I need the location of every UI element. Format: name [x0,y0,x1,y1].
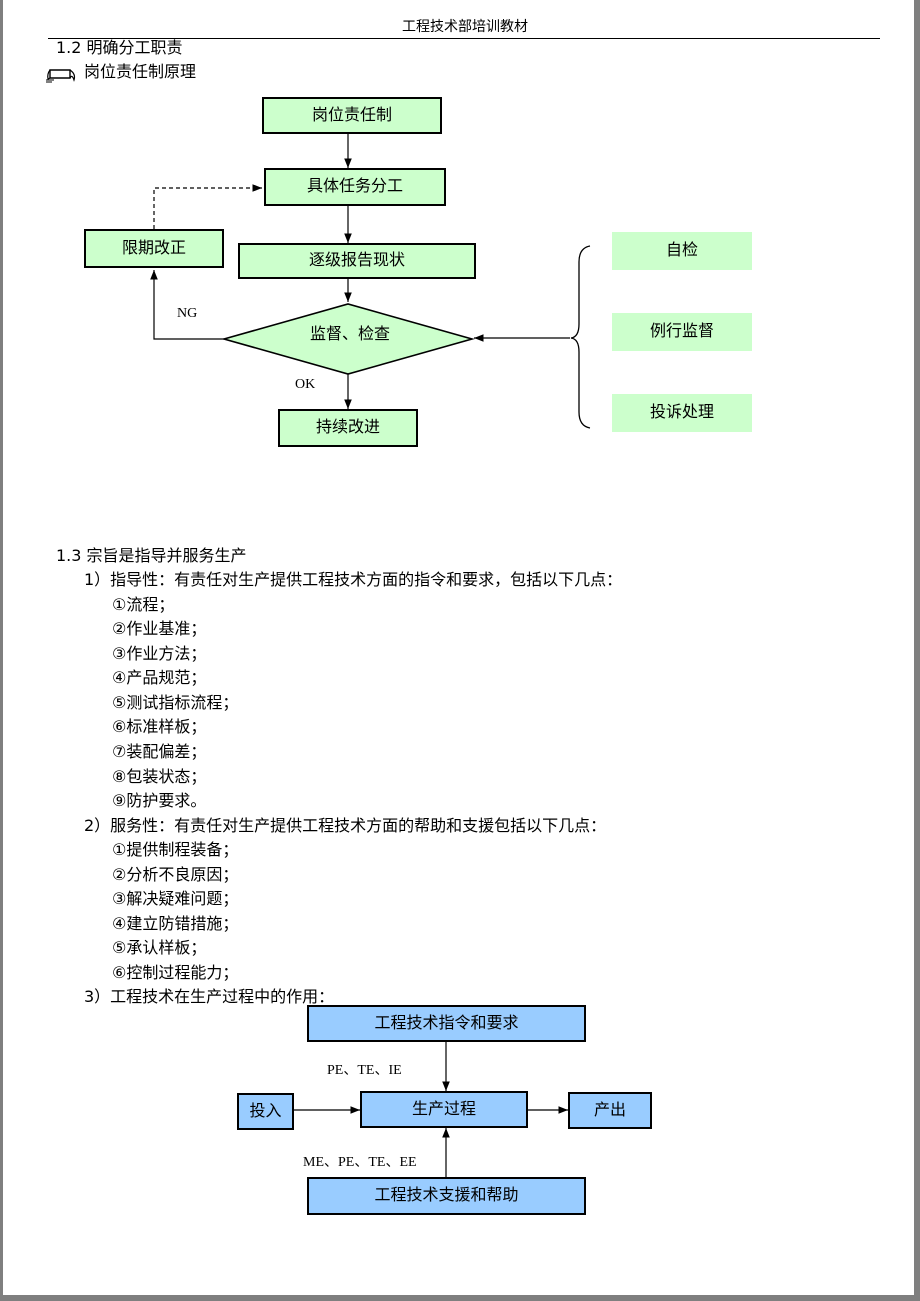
header-title: 工程技术部培训教材 [402,19,528,35]
section-1-2-heading: 1.2 明确分工职责 [56,38,183,57]
box-output: 产出 [568,1092,652,1129]
diamond-label: 监督、检查 [309,324,390,343]
list-item: ⑨防护要求。 [112,791,207,810]
box-input: 投入 [237,1093,294,1130]
flowchart-1-connectors [150,134,591,429]
list-item: ④建立防错措施； [112,914,239,933]
label-ng: NG [177,306,198,321]
list-item: ①流程； [112,595,175,614]
list-item: ④产品规范； [112,668,207,687]
section-1-3-heading: 1.3 宗旨是指导并服务生产 [56,546,247,565]
box-engineering-support: 工程技术支援和帮助 [307,1177,586,1215]
list-item: ③作业方法； [112,644,207,663]
list-item: ⑧包装状态； [112,767,207,786]
box-complaint-handling: 投诉处理 [612,394,752,432]
list-item: ②分析不良原因； [112,865,239,884]
label-pe-te-ie: PE、TE、IE [327,1063,402,1078]
list-item: ⑥标准样板； [112,717,207,736]
list-item: ⑤测试指标流程； [112,693,239,712]
box-report-status: 逐级报告现状 [238,243,476,279]
label-ok: OK [295,377,316,392]
list-item: ⑤承认样板； [112,938,207,957]
box-engineering-instructions: 工程技术指令和要求 [307,1005,586,1042]
list-item: ③解决疑难问题； [112,889,239,908]
label-me-pe-te-ee: ME、PE、TE、EE [303,1155,417,1170]
box-job-responsibility: 岗位责任制 [262,97,442,134]
box-routine-supervision: 例行监督 [612,313,752,351]
box-production-process: 生产过程 [360,1091,528,1128]
page-border-left [0,0,3,1301]
list-item: ①提供制程装备； [112,840,239,859]
box-continuous-improvement: 持续改进 [278,409,418,447]
page-border-bottom [0,1295,920,1301]
box-task-division: 具体任务分工 [264,168,446,206]
service-paragraph: 2）服务性：有责任对生产提供工程技术方面的帮助和支援包括以下几点： [84,816,607,835]
document-icon [46,69,76,83]
role-paragraph: 3）工程技术在生产过程中的作用： [84,987,335,1006]
supervision-diamond [221,303,475,375]
header-rule [48,38,880,39]
page-border-right [914,0,920,1301]
section-1-2-subheading: 岗位责任制原理 [84,62,197,81]
box-self-check: 自检 [612,232,752,270]
guidance-paragraph: 1）指导性：有责任对生产提供工程技术方面的指令和要求，包括以下几点： [84,570,623,589]
list-item: ⑦装配偏差； [112,742,207,761]
box-correct-by-deadline: 限期改正 [84,229,224,268]
list-item: ②作业基准； [112,619,207,638]
list-item: ⑥控制过程能力； [112,963,239,982]
